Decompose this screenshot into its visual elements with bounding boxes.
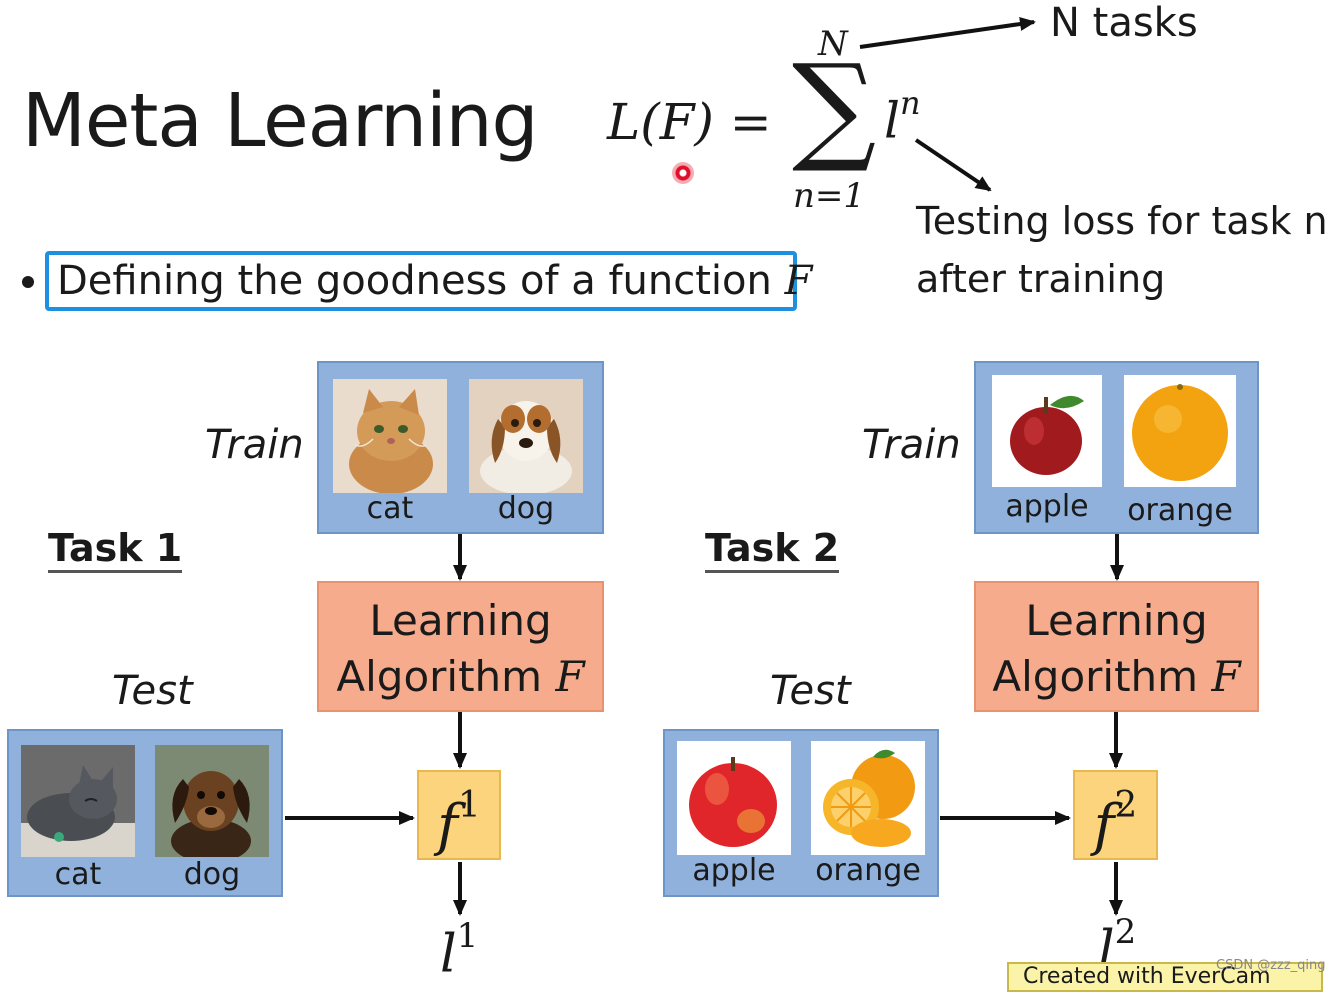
task1-algorithm-word: Algorithm — [336, 652, 556, 701]
task2-label: Task 2 — [705, 526, 840, 573]
laser-pointer-dot — [672, 162, 694, 184]
task1-function-box: f1 — [417, 770, 501, 860]
bullet-text-words: Defining the goodness of a function — [57, 258, 785, 304]
task1-train-caption-cat: cat — [366, 491, 414, 526]
loss-term-base: l — [884, 91, 900, 150]
task1-test-caption-cat: cat — [54, 857, 102, 892]
apple-photo-icon — [992, 375, 1102, 487]
task2-test-label: Test — [770, 668, 851, 714]
task2-loss-sup: 2 — [1114, 912, 1137, 952]
cat-photo-icon — [333, 379, 447, 493]
task2-train-caption-orange: orange — [1127, 493, 1233, 528]
task2-train-label: Train — [862, 422, 961, 468]
task1-test-caption-dog: dog — [183, 857, 241, 892]
loss-term-sup: n — [900, 84, 921, 122]
task2-algorithm-math: F — [1211, 652, 1241, 701]
task1-function-sup: 1 — [457, 785, 481, 826]
task2-learning-algorithm-box: Learning Algorithm F — [974, 581, 1259, 712]
sum-upper-limit: N — [818, 24, 848, 64]
task2-function-sup: 2 — [1114, 785, 1138, 826]
task2-algorithm-line1: Learning — [1025, 596, 1208, 645]
orange-photo-icon — [1124, 375, 1236, 487]
task1-test-panel: cat dog — [7, 729, 283, 897]
task1-test-label: Test — [112, 668, 193, 714]
task1-learning-algorithm-box: Learning Algorithm F — [317, 581, 604, 712]
cat-photo-icon — [21, 745, 135, 857]
dog-photo-icon — [469, 379, 583, 493]
task1-train-label: Train — [205, 422, 304, 468]
arrow-to-n-tasks — [859, 17, 1036, 49]
task2-function-base: f — [1093, 793, 1115, 859]
task2-train-panel: apple orange — [974, 361, 1259, 534]
task2-test-caption-orange: orange — [815, 853, 921, 888]
formula-lhs: L(F) = — [607, 93, 772, 151]
arrow-to-testing-loss — [914, 138, 992, 192]
task2-algorithm-word: Algorithm — [992, 652, 1212, 701]
bullet-text: Defining the goodness of a function F — [57, 258, 812, 304]
task1-label: Task 1 — [48, 526, 183, 573]
annotation-n-tasks: N tasks — [1050, 0, 1198, 46]
task1-loss-base: l — [440, 924, 457, 985]
highlight-box — [45, 251, 797, 311]
annotation-testing-loss: Testing loss for task n after training — [916, 199, 1328, 301]
task2-test-caption-apple: apple — [692, 853, 776, 888]
task1-loss-sup: 1 — [456, 916, 479, 956]
task2-algorithm-line2: Algorithm F — [976, 649, 1257, 705]
sum-lower-limit: n=1 — [793, 176, 866, 216]
task1-algorithm-line2: Algorithm F — [319, 649, 602, 705]
task1-train-panel: cat dog — [317, 361, 604, 534]
task2-train-caption-apple: apple — [1005, 489, 1089, 524]
task1-loss: l1 — [440, 916, 478, 985]
bullet-dot-icon — [22, 276, 34, 288]
dog-photo-icon — [155, 745, 269, 857]
task2-function-box: f2 — [1073, 770, 1158, 860]
csdn-watermark: CSDN @zzz_qing — [1216, 958, 1326, 973]
task1-function-base: f — [437, 793, 458, 859]
task1-train-caption-dog: dog — [497, 491, 555, 526]
slide-title: Meta Learning — [22, 78, 539, 164]
bullet-math-f: F — [784, 258, 813, 304]
apple-photo-icon — [677, 741, 791, 855]
loss-term: ln — [884, 84, 921, 150]
task2-test-panel: apple orange — [663, 729, 939, 897]
task1-algorithm-math: F — [555, 652, 585, 701]
orange-photo-icon — [811, 741, 925, 855]
summation-symbol: ∑ — [792, 38, 877, 176]
task1-algorithm-line1: Learning — [369, 596, 552, 645]
